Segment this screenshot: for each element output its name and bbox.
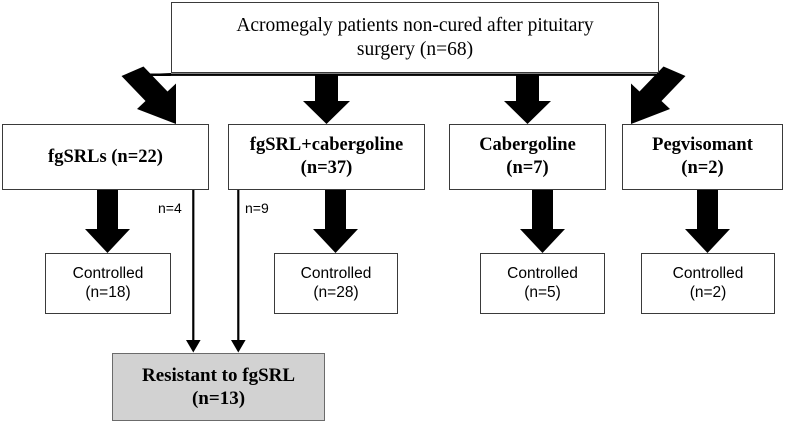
- arrowhead-n9: [231, 340, 246, 353]
- node-outcome-controlled-18: Controlled (n=18): [45, 253, 171, 314]
- arrow-n9-to-resistant: [237, 190, 240, 341]
- node-outcome-controlled-5-line2: (n=5): [524, 283, 561, 301]
- arrow-n4-to-resistant: [192, 190, 195, 341]
- node-treatment-pegvisomant-line2: (n=2): [681, 158, 724, 178]
- node-treatment-fgsrl-cabergoline-line2: (n=37): [300, 158, 353, 178]
- edge-label-n9: n=9: [245, 200, 269, 216]
- node-root-population: Acromegaly patients non-cured after pitu…: [171, 2, 659, 73]
- node-terminal-resistant-fgsrl: Resistant to fgSRL (n=13): [112, 353, 325, 421]
- arrow-root-to-fgsrl-cabergoline: [303, 74, 350, 124]
- node-treatment-fgsrls-line1: fgSRLs (n=22): [48, 146, 163, 167]
- arrow-root-to-fgsrls: [121, 66, 176, 124]
- node-treatment-fgsrls: fgSRLs (n=22): [2, 124, 209, 190]
- arrow-root-to-pegvisomant: [631, 66, 686, 124]
- edge-label-n4: n=4: [158, 200, 182, 216]
- root-distribution-bar: [137, 73, 674, 76]
- node-outcome-controlled-2-line1: Controlled: [672, 264, 744, 282]
- node-treatment-cabergoline-line2: (n=7): [506, 158, 549, 178]
- arrow-cabergoline-to-controlled: [520, 190, 565, 253]
- node-outcome-controlled-18-line1: Controlled: [72, 264, 144, 282]
- node-outcome-controlled-5: Controlled (n=5): [480, 253, 605, 314]
- node-outcome-controlled-5-line1: Controlled: [507, 264, 578, 282]
- node-treatment-cabergoline: Cabergoline (n=7): [449, 124, 606, 190]
- arrow-fgsrl-cabergoline-to-controlled: [313, 190, 358, 253]
- node-outcome-controlled-2-line2: (n=2): [689, 283, 727, 301]
- root-left-connector: [137, 73, 171, 76]
- arrow-pegvisomant-to-controlled: [685, 190, 730, 253]
- node-root-line2: surgery (n=68): [356, 38, 474, 60]
- node-outcome-controlled-18-line2: (n=18): [85, 283, 131, 301]
- arrowhead-n4: [186, 340, 201, 353]
- node-treatment-pegvisomant-line1: Pegvisomant: [652, 135, 753, 156]
- node-root-line1: Acromegaly patients non-cured after pitu…: [236, 14, 594, 36]
- node-treatment-fgsrl-cabergoline-line1: fgSRL+cabergoline: [249, 135, 404, 156]
- arrow-fgsrls-to-controlled: [85, 190, 130, 253]
- node-treatment-fgsrl-cabergoline: fgSRL+cabergoline (n=37): [228, 124, 425, 190]
- arrow-root-to-cabergoline: [504, 74, 551, 124]
- node-outcome-controlled-2: Controlled (n=2): [641, 253, 775, 314]
- node-outcome-controlled-28-line2: (n=28): [313, 283, 359, 301]
- node-treatment-pegvisomant: Pegvisomant (n=2): [622, 124, 783, 190]
- node-terminal-line1: Resistant to fgSRL: [141, 364, 296, 386]
- node-treatment-cabergoline-line1: Cabergoline: [479, 135, 576, 156]
- node-outcome-controlled-28: Controlled (n=28): [274, 253, 398, 314]
- node-terminal-line2: (n=13): [191, 388, 246, 409]
- root-right-connector: [665, 73, 674, 76]
- node-outcome-controlled-28-line1: Controlled: [300, 264, 372, 282]
